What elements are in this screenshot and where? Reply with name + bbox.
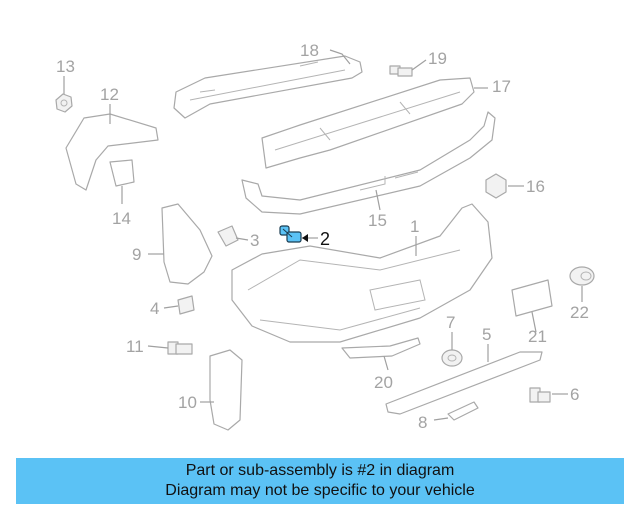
svg-text:19: 19 [428, 49, 447, 68]
svg-text:15: 15 [368, 211, 387, 230]
part-21-plate-bracket[interactable] [511, 279, 553, 317]
part-22-light[interactable] [569, 266, 595, 286]
part-7-grommet[interactable] [441, 349, 463, 367]
callout-18: 18 [300, 41, 351, 65]
svg-text:7: 7 [446, 313, 455, 332]
part-19-bolt[interactable] [389, 65, 413, 77]
part-16-nut[interactable] [485, 173, 507, 199]
svg-text:5: 5 [482, 325, 491, 344]
svg-text:2: 2 [320, 229, 330, 249]
callout-4: 4 [150, 299, 179, 318]
part-17-absorber[interactable] [261, 77, 475, 169]
svg-text:12: 12 [100, 85, 119, 104]
svg-text:22: 22 [570, 303, 589, 322]
svg-text:11: 11 [126, 337, 144, 356]
callout-6: 6 [552, 385, 579, 404]
svg-text:14: 14 [112, 209, 131, 228]
svg-text:21: 21 [528, 327, 547, 346]
part-20-trim[interactable] [341, 337, 421, 359]
svg-text:17: 17 [492, 77, 511, 96]
callout-15: 15 [368, 189, 387, 230]
part-1-bumper-cover[interactable] [231, 203, 493, 343]
part-12-bracket[interactable] [65, 113, 159, 191]
part-3-clip[interactable] [217, 225, 239, 247]
part-2-bolt[interactable] [279, 225, 302, 243]
part-14-clip[interactable] [109, 159, 135, 187]
parts-diagram: 18 19 17 13 12 16 15 14 1 2 3 [55, 41, 595, 432]
callout-19: 19 [411, 49, 447, 71]
callout-10: 10 [178, 393, 214, 412]
svg-text:18: 18 [300, 41, 319, 60]
svg-text:8: 8 [418, 413, 427, 432]
part-11-bolt[interactable] [167, 341, 193, 355]
part-10-bracket[interactable] [209, 349, 243, 431]
part-5-lower-trim[interactable] [385, 351, 543, 415]
callout-7: 7 [446, 313, 455, 350]
callout-13: 13 [56, 57, 75, 94]
svg-text:3: 3 [250, 231, 259, 250]
callout-16: 16 [508, 177, 545, 196]
banner-line-1: Part or sub-assembly is #2 in diagram [185, 462, 455, 479]
svg-text:1: 1 [410, 217, 419, 236]
svg-text:13: 13 [56, 57, 75, 76]
callout-21: 21 [528, 311, 547, 346]
callout-11: 11 [126, 337, 169, 356]
callout-5: 5 [482, 325, 491, 362]
svg-text:10: 10 [178, 393, 197, 412]
callout-14: 14 [112, 186, 131, 228]
callout-20: 20 [374, 355, 393, 392]
part-18-reinforcement[interactable] [173, 55, 363, 119]
part-9-side-bracket[interactable] [161, 203, 213, 285]
svg-text:6: 6 [570, 385, 579, 404]
svg-text:16: 16 [526, 177, 545, 196]
callout-8: 8 [418, 413, 449, 432]
part-6-screw[interactable] [529, 387, 551, 403]
part-8-trim-piece[interactable] [447, 401, 479, 421]
svg-text:20: 20 [374, 373, 393, 392]
part-4-clip[interactable] [177, 295, 195, 315]
callout-22: 22 [570, 286, 589, 322]
svg-text:4: 4 [150, 299, 159, 318]
callout-12: 12 [100, 85, 119, 124]
banner-line-2: Diagram may not be specific to your vehi… [165, 482, 475, 499]
callout-3: 3 [235, 231, 259, 250]
part-13-nut[interactable] [55, 93, 73, 113]
svg-text:9: 9 [132, 245, 141, 264]
callout-9: 9 [132, 245, 164, 264]
callout-17: 17 [474, 77, 511, 96]
info-banner: Part or sub-assembly is #2 in diagram Di… [16, 458, 624, 504]
callout-1: 1 [410, 217, 419, 256]
callout-2: 2 [302, 229, 330, 249]
part-15-bracket[interactable] [241, 111, 496, 215]
